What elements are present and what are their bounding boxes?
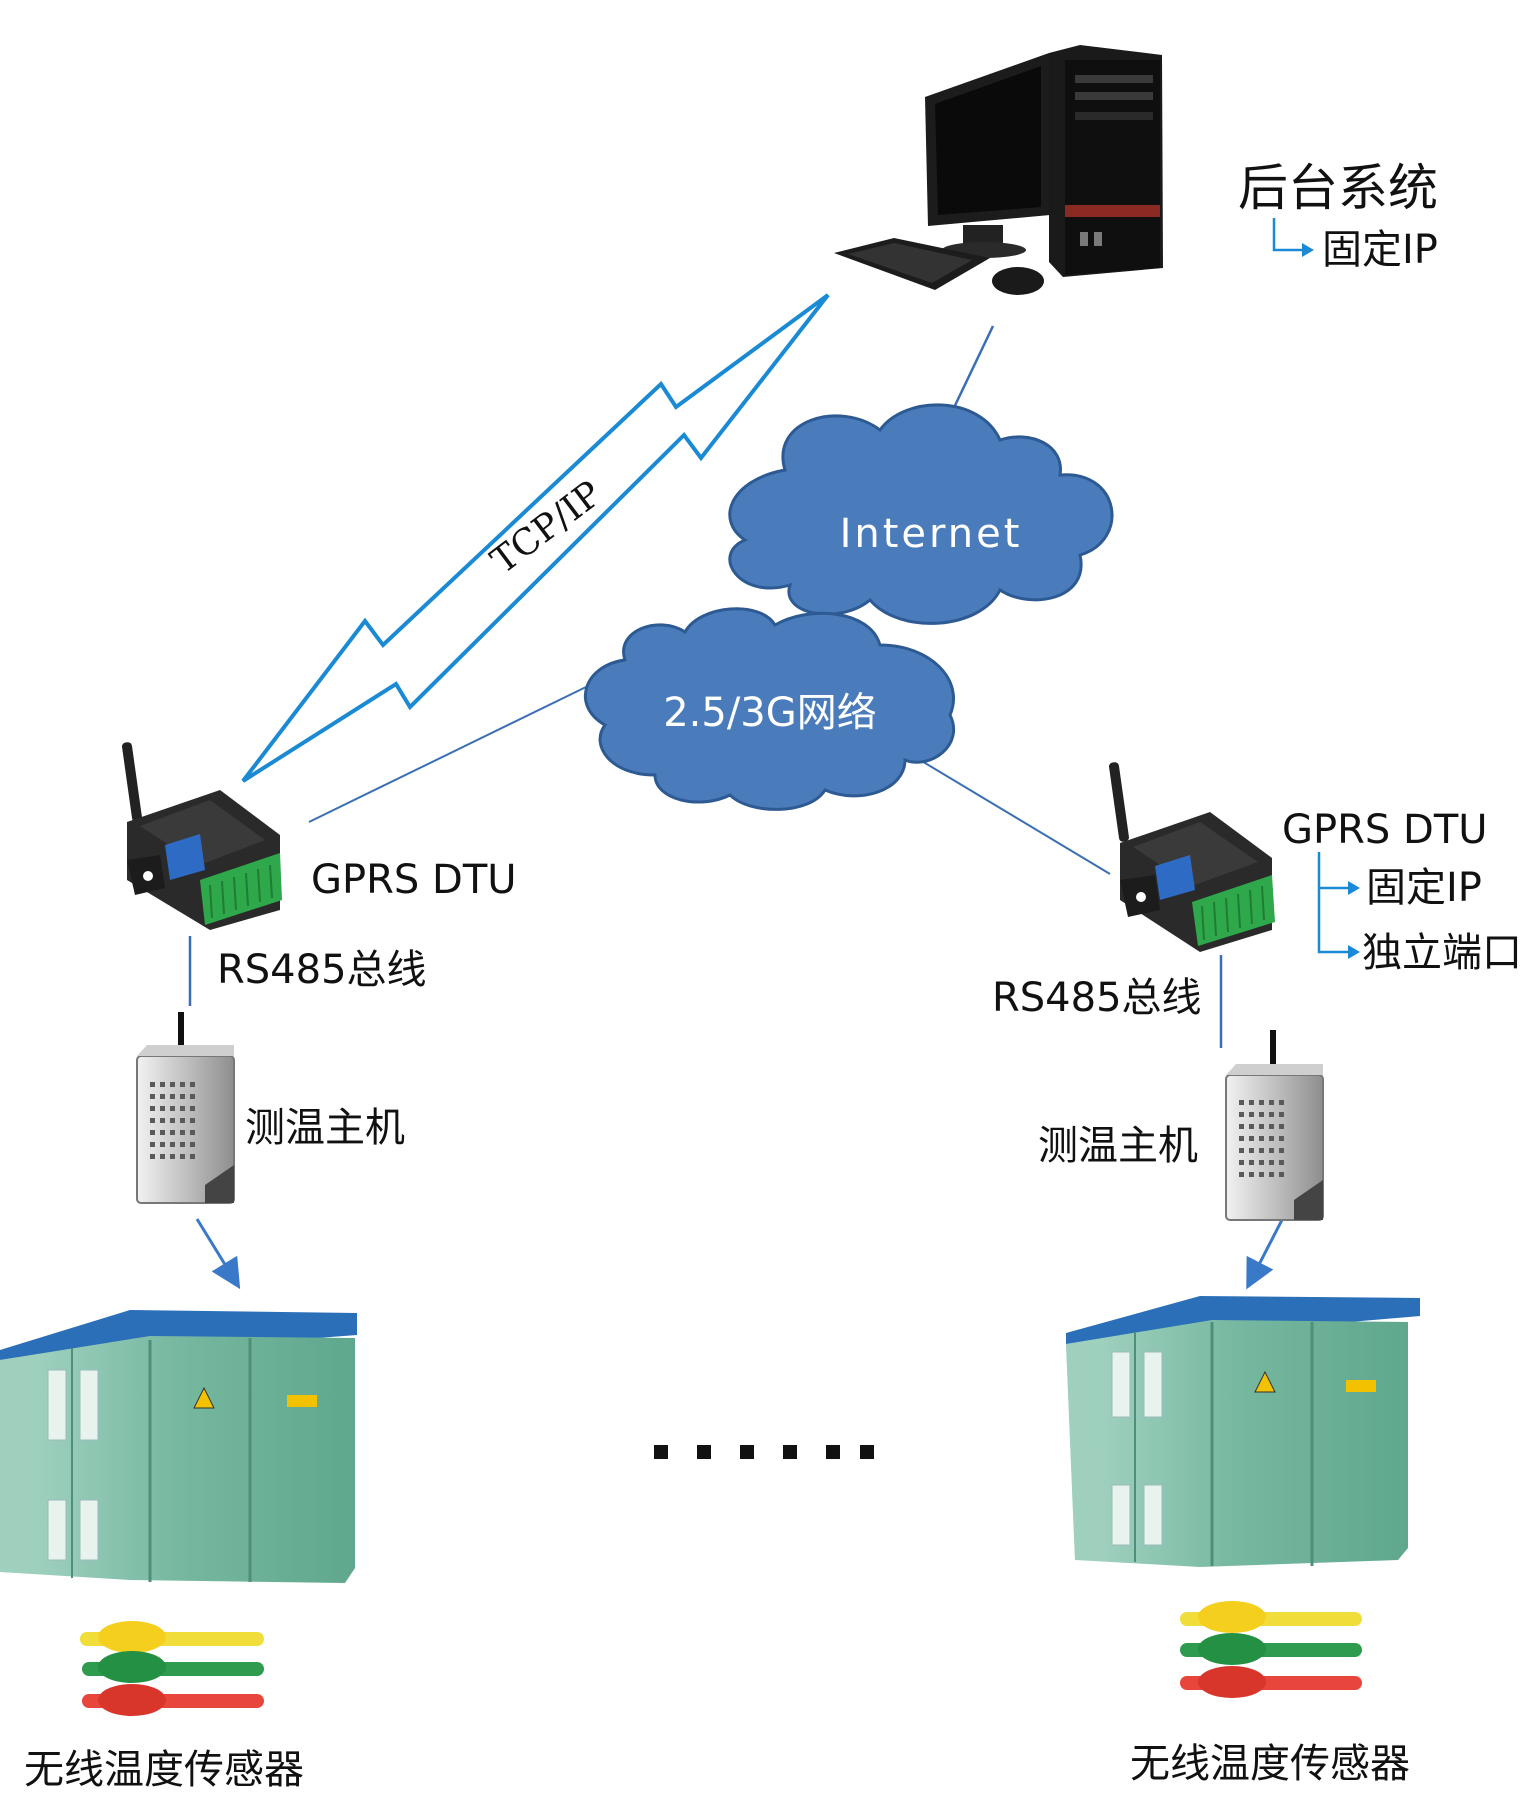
- mobile-network-cloud: [583, 607, 956, 811]
- more-stations-ellipsis: [654, 1445, 874, 1459]
- link-left-dtu-mobile: [308, 686, 587, 823]
- arrow-left-host-cabinet: [195, 1218, 241, 1290]
- right-bus-label: RS485总线: [992, 975, 1202, 1021]
- right-dtu-fixed-ip: 固定IP: [1366, 865, 1482, 911]
- backend-bracket: [1272, 218, 1314, 257]
- temperature-host-icon: [136, 1012, 235, 1204]
- backend-title: 后台系统: [1238, 159, 1438, 217]
- internet-cloud-label: Internet: [840, 511, 1023, 557]
- temperature-host-icon: [1225, 1030, 1324, 1221]
- gprs-dtu-device-icon: [121, 742, 282, 930]
- left-sensor-label: 无线温度传感器: [24, 1747, 304, 1793]
- backend-fixed-ip: 固定IP: [1322, 227, 1438, 273]
- wireless-temperature-sensor-icon: [80, 1621, 264, 1716]
- right-sensor-label: 无线温度传感器: [1130, 1741, 1410, 1787]
- internet-cloud: [728, 403, 1114, 625]
- link-mobile-right-dtu: [909, 753, 1111, 875]
- mobile-cloud-label: 2.5/3G网络: [663, 690, 877, 736]
- right-host-label: 测温主机: [1038, 1123, 1198, 1169]
- box-substation-icon: [1066, 1296, 1420, 1567]
- box-substation-icon: [0, 1310, 357, 1583]
- left-dtu-label: GPRS DTU: [311, 857, 517, 903]
- right-dtu-port: 独立端口: [1362, 930, 1522, 976]
- arrow-right-host-cabinet: [1246, 1215, 1286, 1290]
- gprs-dtu-device-icon: [1108, 762, 1275, 952]
- desktop-computer-icon: [834, 45, 1163, 295]
- tcpip-double-arrow: [241, 293, 830, 783]
- wireless-temperature-sensor-icon: [1180, 1601, 1362, 1698]
- right-dtu-label: GPRS DTU: [1282, 807, 1488, 853]
- host-grille: [150, 1082, 195, 1159]
- right-dtu-bracket: [1317, 852, 1360, 959]
- left-host-label: 测温主机: [245, 1105, 405, 1151]
- left-bus-label: RS485总线: [217, 947, 427, 993]
